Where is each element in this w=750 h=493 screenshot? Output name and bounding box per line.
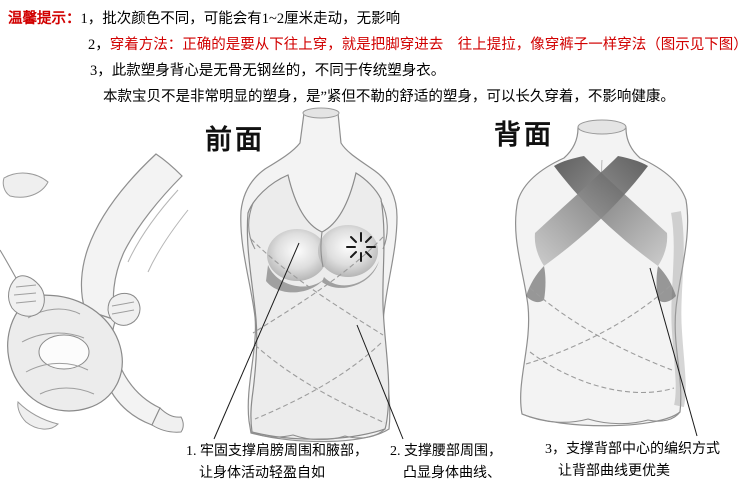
starburst-mark <box>346 232 376 262</box>
step-in-demo-illustration <box>0 153 189 433</box>
front-view-illustration <box>240 107 398 443</box>
tip-item-2-number: 2， <box>88 37 110 53</box>
tips-line-1: 温馨提示：1，批次颜色不同，可能会有1~2厘米走动，无影响 <box>8 7 400 28</box>
garment-leg-opening <box>38 334 90 370</box>
caption-1-line-2: 让身体活动轻盈自如 <box>199 466 325 481</box>
neck-cut <box>302 107 340 119</box>
foot <box>151 407 184 433</box>
tip-item-1: 1，批次颜色不同，可能会有1~2厘米走动，无影响 <box>80 11 401 27</box>
tip-item-3: 3，此款塑身背心是无骨无钢丝的，不同于传统塑身衣。 <box>90 63 446 79</box>
bust-right-shading <box>318 225 378 277</box>
bunched-garment <box>7 294 123 430</box>
fabric-scrap-top <box>2 172 49 198</box>
caption-2-line-2: 凸显身体曲线、 <box>403 466 501 481</box>
hands <box>0 249 141 326</box>
front-view-heading: 前面 <box>205 125 265 155</box>
back-view-heading: 背面 <box>494 120 554 150</box>
caption-1-line-1: 1. 牢固支撑肩膀周围和腋部， <box>186 444 368 459</box>
tip-item-2: 穿着方法：正确的是要从下往上穿，就是把脚穿进去 往上提拉，像穿裤子一样穿法（图示… <box>109 37 748 53</box>
right-hand <box>107 293 141 326</box>
caption-3-line-1: 3，支撑背部中心的编织方式 <box>545 442 720 457</box>
tips-line-2: 2，穿着方法：正确的是要从下往上穿，就是把脚穿进去 往上提拉，像穿裤子一样穿法（… <box>88 33 748 54</box>
caption-back-support: 3，支撑背部中心的编织方式 让背部曲线更优美 <box>545 439 720 483</box>
tip-item-4: 本款宝贝不是非常明显的塑身，是”紧但不勒的舒适的塑身，可以长久穿着，不影响健康。 <box>103 89 675 105</box>
neck-cut <box>577 119 627 135</box>
back-view-illustration <box>515 119 689 427</box>
tips-prefix: 温馨提示： <box>8 11 81 27</box>
caption-shoulder-support: 1. 牢固支撑肩膀周围和腋部， 让身体活动轻盈自如 <box>186 441 368 485</box>
left-hand <box>8 275 45 317</box>
side-shading <box>671 211 686 408</box>
caption-2-line-1: 2. 支撑腰部周围， <box>390 444 502 459</box>
caption-3-line-2: 让背部曲线更优美 <box>558 464 670 479</box>
caption-waist-support: 2. 支撑腰部周围， 凸显身体曲线、 <box>390 441 502 485</box>
bust-left-shading <box>267 229 327 281</box>
